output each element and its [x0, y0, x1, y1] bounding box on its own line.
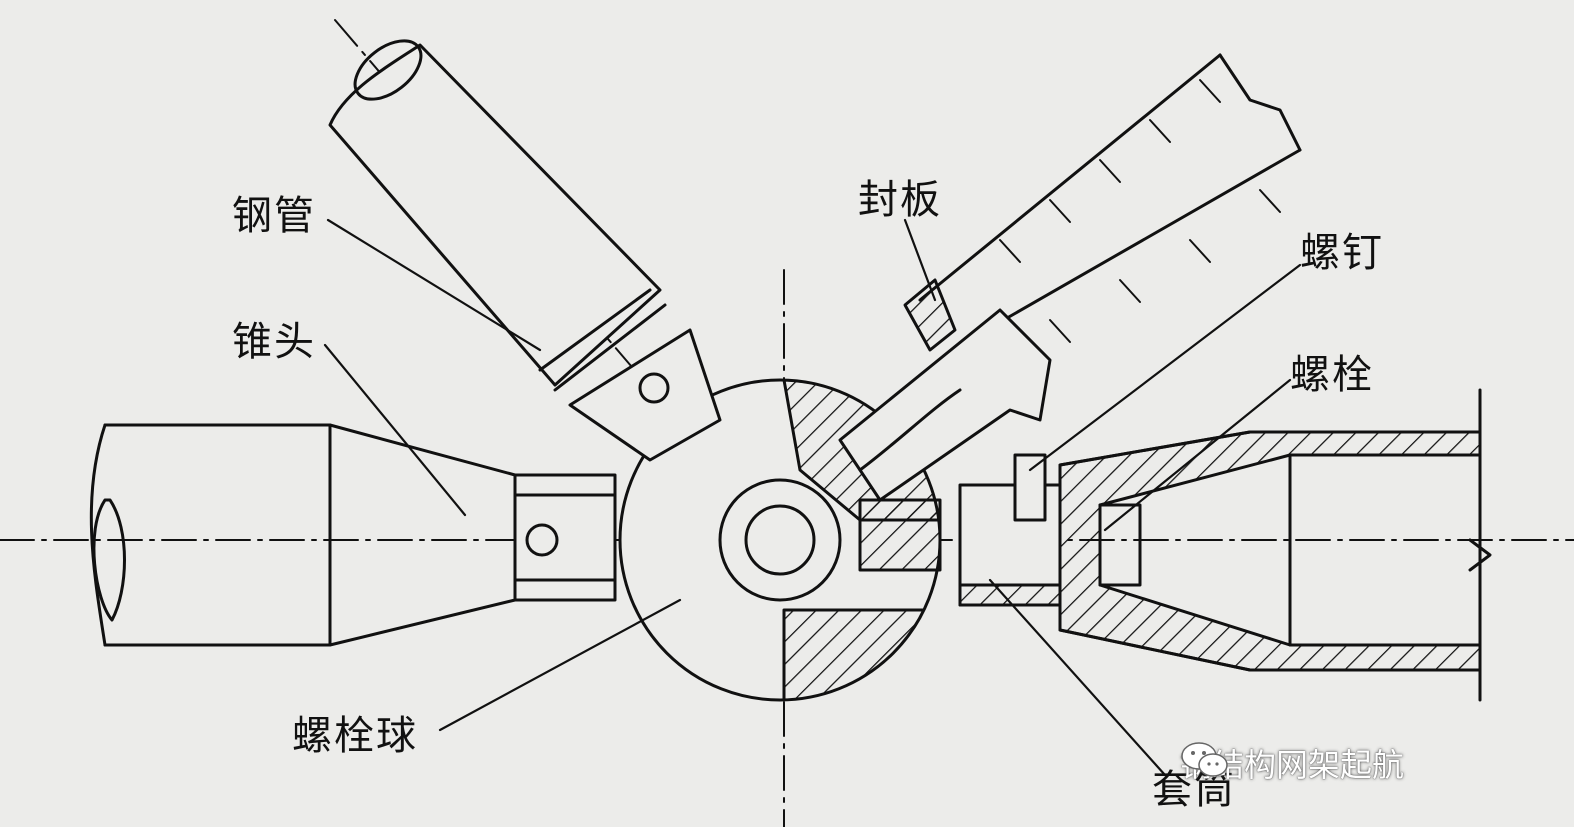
label-bolt-ball: 螺栓球 [292, 713, 418, 759]
upper-right-member [838, 53, 1302, 502]
watermark: 钢结构网架起航 [1180, 740, 1404, 786]
right-member [958, 388, 1492, 702]
label-sleeve: 套筒 [1152, 767, 1236, 813]
label-cone-head: 锥头 [232, 319, 316, 365]
label-seal-plate: 封板 [858, 177, 942, 223]
leader-lines [323, 218, 1302, 777]
upper-left-member [328, 39, 722, 462]
wechat-icon [1181, 742, 1228, 777]
bolt-ball [618, 378, 942, 702]
label-steel-pipe: 钢管 [232, 193, 316, 239]
label-screw: 螺钉 [1300, 230, 1384, 276]
label-bolt: 螺栓 [1290, 352, 1374, 398]
left-member [89, 423, 617, 647]
